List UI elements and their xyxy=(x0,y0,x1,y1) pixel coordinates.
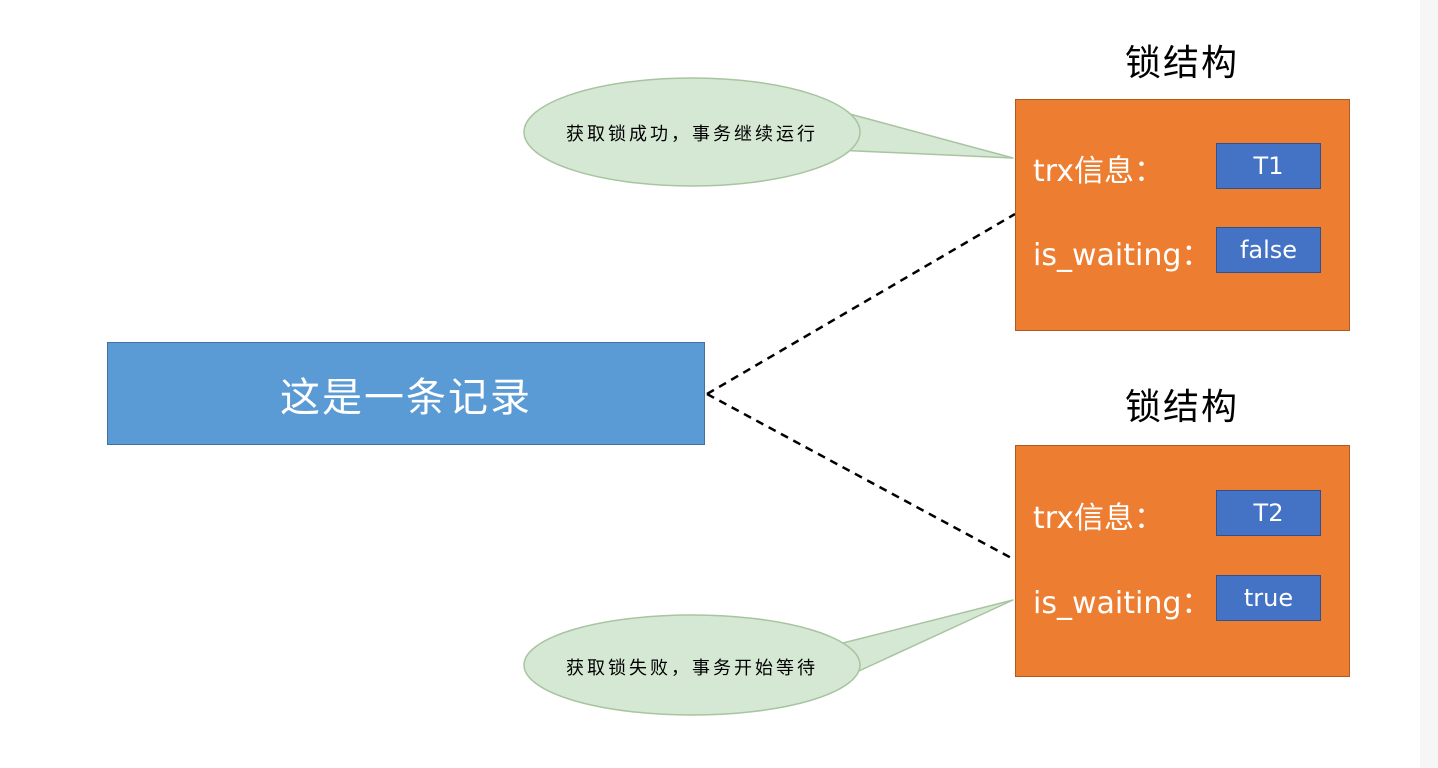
record-label: 这是一条记录 xyxy=(280,374,532,421)
lock-structure-title-1: 锁结构 xyxy=(1124,43,1239,84)
lock-structure-box-2: trx信息： T2 is_waiting： true xyxy=(1015,445,1350,677)
trx-info-value: T2 xyxy=(1216,490,1321,536)
trx-info-value: T1 xyxy=(1216,143,1321,189)
right-edge-strip xyxy=(1420,0,1438,768)
trx-info-label: trx信息： xyxy=(1033,154,1165,189)
callout-bubble-success xyxy=(523,77,861,187)
lock-structure-title-2: 锁结构 xyxy=(1124,387,1239,428)
lock-structure-box-1: trx信息： T1 is_waiting： false xyxy=(1015,99,1350,331)
callout-text-success: 获取锁成功，事务继续运行 xyxy=(566,124,818,145)
is-waiting-value: false xyxy=(1216,227,1321,273)
dashed-connector-lower xyxy=(706,392,1016,562)
is-waiting-label: is_waiting： xyxy=(1033,586,1212,621)
is-waiting-value: true xyxy=(1216,575,1321,621)
callout-bubble-failure xyxy=(523,614,861,716)
is-waiting-label: is_waiting： xyxy=(1033,238,1212,273)
trx-info-label: trx信息： xyxy=(1033,501,1165,536)
record-box: 这是一条记录 xyxy=(107,342,705,445)
dashed-connector-upper xyxy=(706,212,1016,396)
callout-text-failure: 获取锁失败，事务开始等待 xyxy=(566,658,818,679)
